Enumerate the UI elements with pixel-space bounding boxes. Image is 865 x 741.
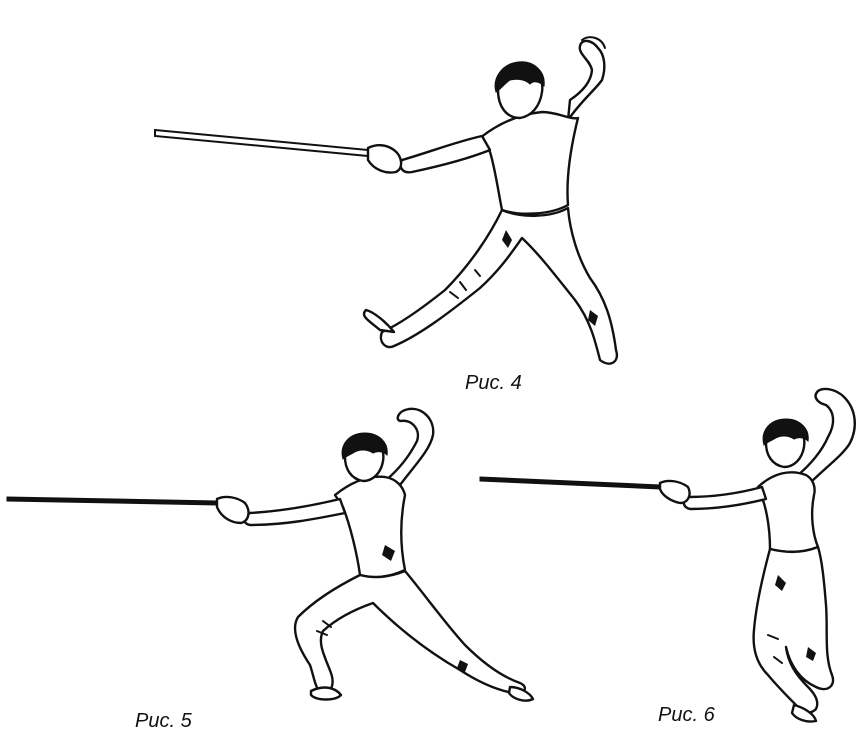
staff (154, 128, 369, 158)
figure-6-illustration (478, 375, 863, 730)
torso (333, 475, 407, 579)
figure-5-caption: Рис. 5 (135, 710, 192, 732)
raised-arm (383, 407, 435, 487)
extended-arm (682, 485, 768, 511)
torso (478, 110, 580, 215)
legs (379, 206, 619, 365)
figure-6-caption: Рис. 6 (658, 704, 715, 726)
extended-arm (399, 134, 492, 174)
extended-arm (242, 497, 347, 527)
legs (752, 545, 835, 714)
figure-4-illustration (150, 20, 630, 375)
figure-4-caption: Рис. 4 (465, 372, 522, 394)
figure-5-illustration (5, 395, 545, 710)
hand (366, 144, 403, 174)
foot (507, 685, 535, 702)
staff (479, 476, 661, 490)
foot (790, 703, 818, 723)
raised-arm (566, 39, 606, 122)
legs (293, 569, 527, 695)
foot (362, 308, 396, 334)
staff (6, 496, 218, 506)
hand (215, 495, 250, 525)
raised-arm (796, 387, 856, 487)
hair (341, 432, 388, 460)
hair (494, 61, 545, 93)
hair (762, 418, 809, 446)
foot (309, 686, 343, 701)
torso (756, 471, 820, 553)
hand (658, 479, 691, 505)
